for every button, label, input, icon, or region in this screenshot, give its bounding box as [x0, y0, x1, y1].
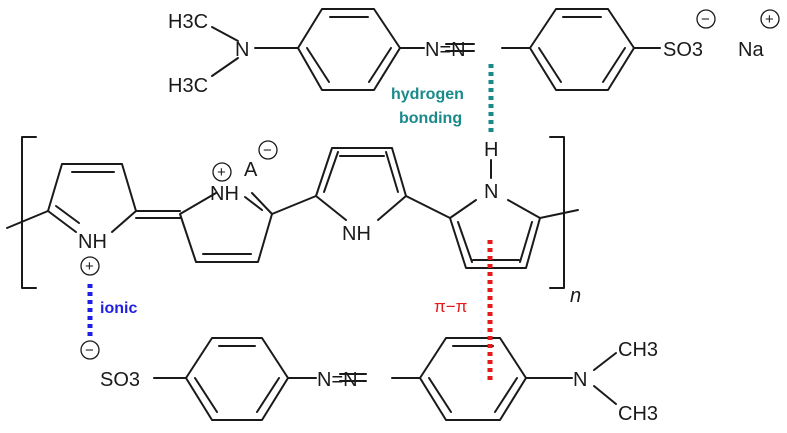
top-sulfonate-label: SO3	[663, 39, 703, 61]
top-amine-n: N	[235, 39, 249, 61]
pyrrole2-nh-label: NH	[210, 183, 239, 205]
bottom-ring2-double-c	[428, 377, 452, 413]
top-methyl-label-upper: H3C	[168, 11, 208, 33]
top-ring2-double-c	[538, 47, 562, 83]
pyrrole1-charge: +	[85, 258, 94, 275]
bottom-methyl-bond-lower	[593, 385, 617, 405]
pyrrole1-double-b	[55, 205, 80, 224]
hydrogen-bonding-label-line2: bonding	[399, 110, 462, 127]
top-methyl-bond-lower	[211, 57, 239, 77]
ionic-label: ionic	[100, 300, 137, 317]
pyrrole1-nh-label: NH	[78, 231, 107, 253]
pyrrole4-double-b	[457, 221, 473, 263]
pyrrole4-n-label: N	[484, 181, 498, 203]
top-ring2-double-b	[602, 47, 626, 83]
top-sulfonate-charge: −	[701, 11, 710, 28]
bottom-amine-n: N	[573, 369, 587, 391]
bottom-azo-label: N=N	[317, 369, 358, 391]
bottom-sulfonate-charge: −	[85, 342, 94, 359]
link-2-3	[271, 195, 317, 215]
pyrrole4-double-c	[519, 221, 533, 263]
top-counterion-charge: +	[765, 11, 774, 28]
pyrrole1-bond-n	[47, 210, 77, 233]
repeat-index-n: n	[570, 285, 581, 307]
bottom-ring1-double-c	[194, 377, 218, 413]
top-counterion-label: Na	[738, 39, 764, 61]
top-methyl-bond-upper	[211, 26, 239, 42]
anion-label: A	[244, 159, 258, 181]
bottom-dye	[153, 337, 617, 421]
pyrrole1-charge-circle	[80, 256, 100, 276]
pyrrole-ring-3	[315, 147, 407, 221]
pyrrole2-charge-circle	[212, 162, 232, 182]
anion-charge: −	[263, 142, 272, 159]
bottom-benzene-ring-1	[185, 337, 289, 421]
pyrrole4-h-label: H	[484, 139, 498, 161]
link-3-4	[405, 195, 451, 219]
repeat-bracket-left	[21, 136, 37, 289]
pyrrole3-nh-label: NH	[342, 223, 371, 245]
top-benzene-ring-1	[297, 8, 401, 91]
pyrrole-ring-2	[179, 192, 273, 263]
top-dye	[211, 8, 661, 91]
pyrrole2-double-b	[244, 196, 263, 211]
top-ring1-double-c	[306, 47, 330, 83]
pi-pi-label: π−π	[434, 297, 467, 316]
anion-charge-circle	[258, 140, 278, 160]
top-azo-label: N=N	[425, 39, 466, 61]
bottom-sulfonate-charge-circle	[80, 340, 100, 360]
pyrrole2-charge: +	[217, 164, 226, 181]
pyrrole3-double-b	[323, 151, 339, 193]
pyrrole-ring-1	[47, 163, 137, 233]
hydrogen-bonding-label-line1: hydrogen	[391, 86, 464, 103]
top-methyl-label-lower: H3C	[168, 75, 208, 97]
bottom-ring1-double-b	[256, 377, 280, 413]
bottom-methyl-label-upper: CH3	[618, 339, 658, 361]
bottom-benzene-ring-2	[419, 337, 527, 421]
top-benzene-ring-2	[529, 8, 635, 91]
pyrrole-ring-4	[449, 199, 541, 269]
top-counterion-charge-circle	[760, 9, 780, 29]
chain-end-right	[539, 209, 579, 219]
top-ring1-double-b	[368, 47, 392, 83]
pyrrole3-double-c	[385, 151, 399, 193]
polypyrrole-chain	[6, 136, 579, 289]
top-sulfonate-charge-circle	[696, 9, 716, 29]
bottom-sulfonate-label: SO3	[100, 369, 140, 391]
bottom-methyl-label-lower: CH3	[618, 403, 658, 425]
bottom-methyl-bond-upper	[593, 352, 617, 371]
chain-end-left	[6, 210, 49, 229]
bottom-ring2-double-b	[494, 377, 518, 413]
